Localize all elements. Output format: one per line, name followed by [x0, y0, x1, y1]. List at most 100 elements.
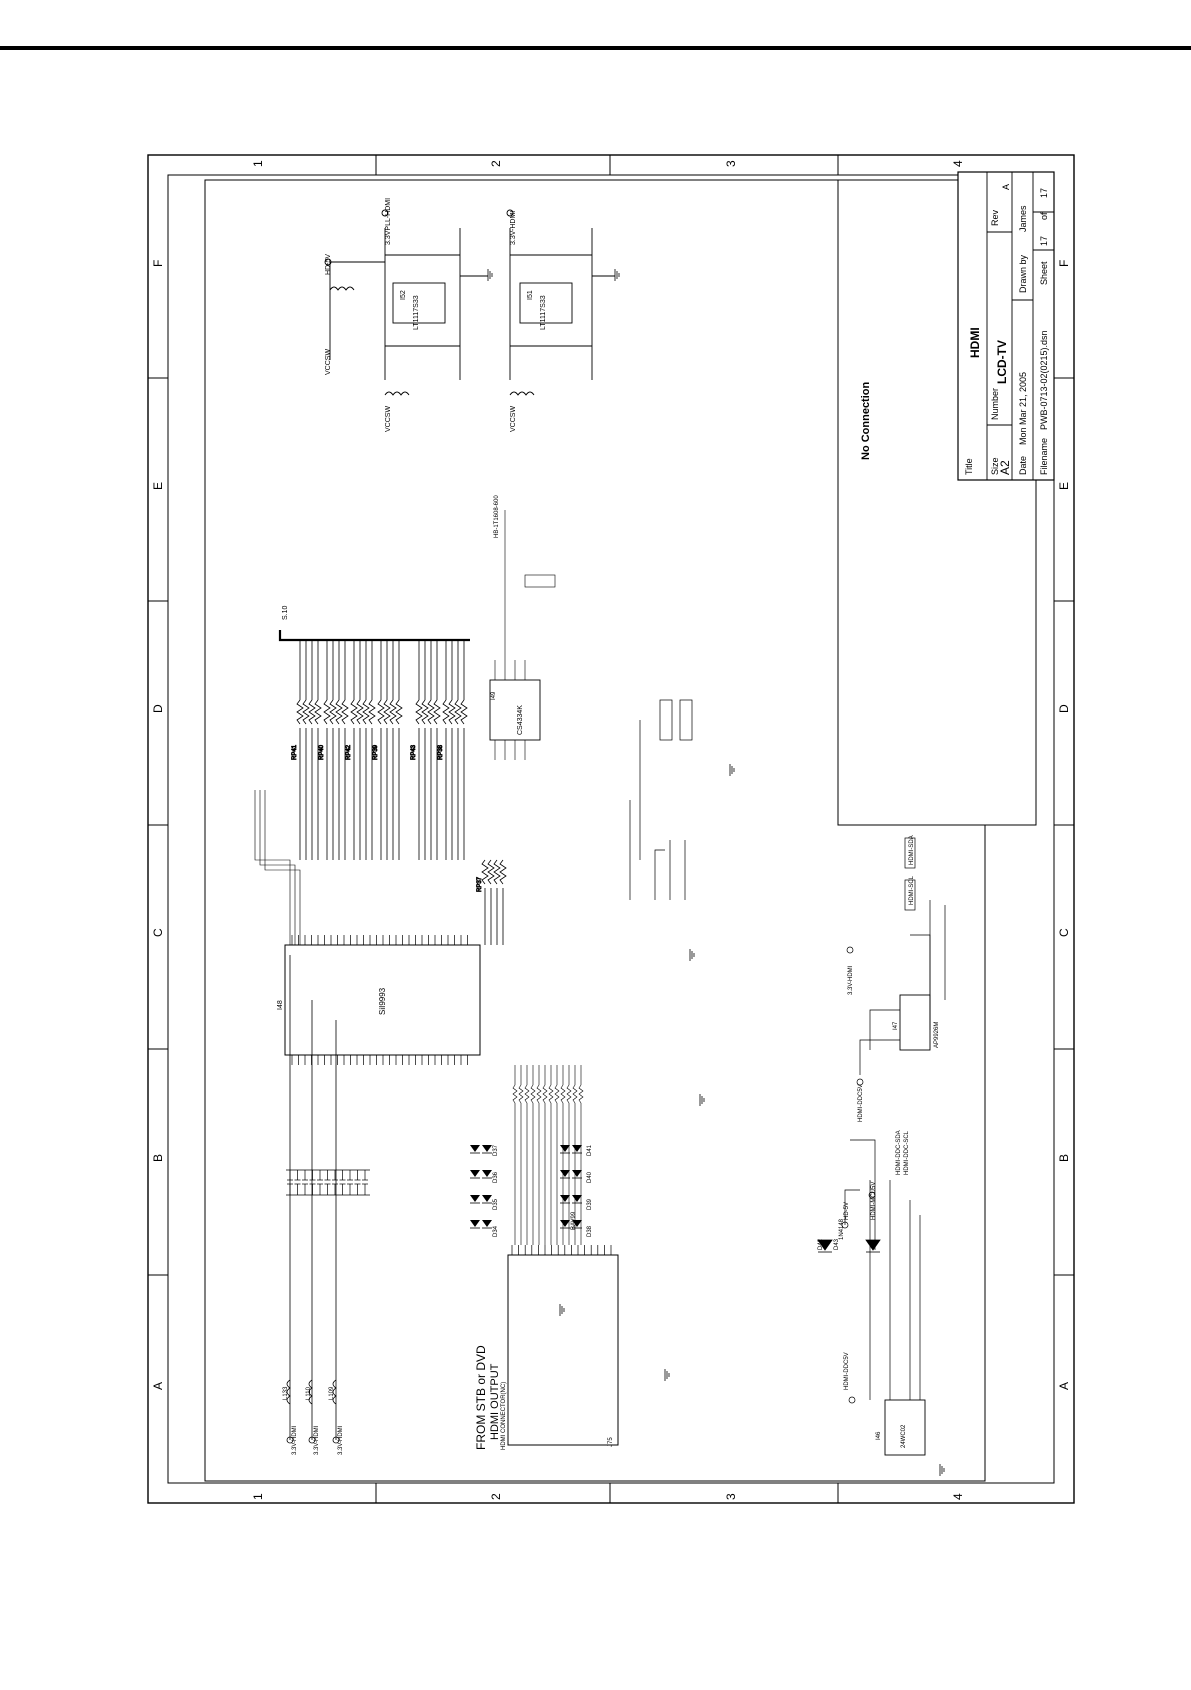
audio-dac-part: CS4334K	[517, 705, 524, 735]
eeprom-part: 24WC02	[901, 1424, 907, 1448]
input-title-2: HDMI OUTPUT	[489, 1363, 501, 1440]
page-top-rule	[0, 46, 1191, 50]
grid-col-left-E: E	[151, 482, 165, 490]
diode-d40: D40	[587, 1171, 593, 1183]
net-3v3-top: 3.3V-HDMI	[510, 211, 517, 245]
net-ddc5v-1: HDMI-DDC5V	[844, 1352, 850, 1390]
grid-row-top-4: 4	[951, 160, 965, 167]
net-vccsw-1: VCCSW	[325, 349, 332, 375]
tb-filename-label: Filename	[1039, 438, 1049, 475]
outer-frame	[147, 154, 1075, 1504]
diode-glyph-b7	[572, 1145, 582, 1152]
diode-glyph-b4	[572, 1220, 582, 1227]
left-inductor-labels: L133 L110 L109 3.3V-HDMI 3.3V-HDMI 3.3V-…	[283, 1386, 344, 1455]
diode-glyph-b6	[572, 1170, 582, 1177]
grid-col-left-F: F	[151, 260, 165, 267]
ldo-bottom-body	[519, 282, 573, 324]
left-supply-filter	[286, 955, 340, 1444]
diode-d34: D34	[493, 1225, 499, 1237]
diode-glyph-6	[560, 1170, 570, 1177]
diode-glyph-b5	[572, 1195, 582, 1202]
regulator-section	[324, 209, 615, 396]
tb-title-label: Title	[964, 458, 974, 475]
grid-col-left-B: B	[151, 1154, 165, 1162]
grid-row-bottom-2: 2	[489, 1493, 503, 1500]
input-title-1: FROM STB or DVD	[474, 1345, 488, 1450]
diode-d37: D37	[493, 1144, 499, 1156]
title-block-text: Title HDMI Size A2 Number LCD-TV Rev A D…	[964, 184, 1049, 475]
grid-row-top-1: 1	[251, 160, 265, 167]
grid-col-right-F: F	[1057, 260, 1071, 267]
ldo-bottom-part: LT1117S33	[540, 295, 547, 330]
diode-d41: D41	[587, 1144, 593, 1156]
eeprom-ref: I46	[876, 1431, 882, 1440]
diode-d39: D39	[587, 1198, 593, 1210]
tb-of-label: of	[1039, 212, 1049, 220]
tb-subtitle: LCD-TV	[995, 340, 1009, 384]
tb-number-label: Number	[990, 388, 1000, 420]
decoupling-capacitor-bank	[286, 1169, 370, 1196]
tb-drawn-by-label: Drawn by	[1018, 254, 1028, 293]
bus-label: S.10	[282, 605, 289, 620]
ground-symbols	[487, 269, 945, 1476]
inductor-l133: L133	[283, 1386, 289, 1400]
connector-pins	[511, 1245, 612, 1255]
bus-switch-ref: I47	[893, 1021, 899, 1030]
net-scl: HDMI-SCL	[909, 875, 915, 905]
inductor-l110: L110	[306, 1386, 312, 1400]
diode-glyph-b1	[482, 1195, 492, 1202]
grid-col-right-C: C	[1057, 928, 1071, 937]
net-hd5v-ddc: HD-5V	[844, 1202, 850, 1220]
main-ic-body	[284, 944, 481, 1056]
tb-title: HDMI	[968, 327, 982, 358]
grid-row-bottom-4: 4	[951, 1493, 965, 1500]
inductor-l112	[329, 286, 355, 291]
main-ic-pins	[291, 935, 468, 1065]
rpack-rp37: RP37	[477, 876, 483, 892]
ddc-diodes	[817, 1239, 881, 1253]
ic-to-rpack-traces	[254, 790, 301, 945]
hdmi-connector-body	[507, 1254, 619, 1446]
grid-row-bottom-1: 1	[251, 1493, 265, 1500]
grid-col-right-B: B	[1057, 1154, 1071, 1162]
diode-d36: D36	[493, 1171, 499, 1183]
grid-ticks	[148, 155, 1074, 1503]
net-3v3pll-top: 3.3VPLL-HDMI	[385, 198, 392, 245]
no-connection-zone	[837, 180, 1036, 826]
ddc-labels: HDMI-DDC5V HDMI-DDC5V HDMI-MCU5V HD-5V 3…	[818, 835, 915, 1390]
net-sda: HDMI-SDA	[909, 835, 915, 865]
tb-rev: A	[1001, 184, 1011, 190]
pll-filter-network	[629, 699, 693, 900]
inductor-l108	[509, 391, 535, 396]
diode-glyph-1	[470, 1195, 480, 1202]
ldo-top-body	[392, 282, 446, 324]
grid-row-top-3: 3	[724, 160, 738, 167]
esd-diode-arrays	[470, 1145, 582, 1229]
grid-row-bottom-3: 3	[724, 1493, 738, 1500]
rpack-rp41: RP41	[292, 744, 298, 760]
connector-ref: J75	[608, 1437, 614, 1447]
rpack-rp42: RP42	[346, 744, 352, 760]
inductor-top-label: HB-1T1608-600	[494, 495, 500, 538]
diode-glyph-b0	[482, 1220, 492, 1227]
connector-note: HDMI CONNECTOR(NC)	[501, 1382, 507, 1450]
no-connection-note: No Connection	[860, 382, 872, 460]
tb-date: Mon Mar 21, 2005	[1018, 372, 1028, 445]
inductor-l109: L109	[329, 1386, 335, 1400]
tb-sheet-label: Sheet	[1039, 261, 1049, 285]
eeprom-body	[884, 1399, 926, 1456]
audio-dac-ref: I49	[491, 691, 497, 700]
net-ddc-scl: HDMI-DDC-SCL	[904, 1130, 910, 1175]
ddc-wiring	[841, 837, 946, 1404]
diode-glyph-5	[560, 1195, 570, 1202]
audio-dac-body	[489, 679, 541, 741]
grid-col-right-D: D	[1057, 704, 1071, 713]
diode-d38: D38	[587, 1225, 593, 1237]
tb-filename: PWB-0713-02(0215).dsn	[1039, 330, 1049, 430]
diode-glyph-b3	[482, 1145, 492, 1152]
grid-row-top-2: 2	[489, 160, 503, 167]
bus-switch-part: AP9926M	[934, 1022, 940, 1048]
